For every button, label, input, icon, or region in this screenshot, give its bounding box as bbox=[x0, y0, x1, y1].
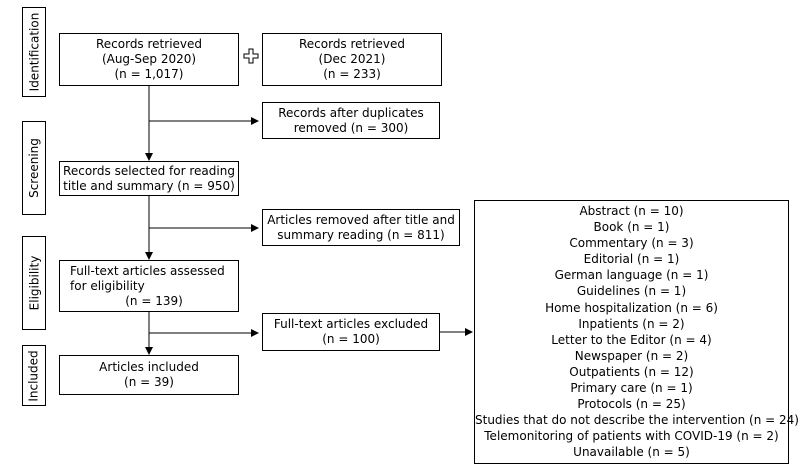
exclusion-reason: Commentary (n = 3) bbox=[569, 236, 694, 251]
exclusion-reason: Telemonitoring of patients with COVID-19… bbox=[484, 429, 779, 444]
exclusion-reason: Inpatients (n = 2) bbox=[578, 316, 685, 331]
exclusion-reason: German language (n = 1) bbox=[554, 268, 709, 283]
box-records-selected: Records selected for reading title and s… bbox=[59, 161, 239, 196]
stage-screening: Screening bbox=[22, 121, 46, 215]
stage-eligibility: Eligibility bbox=[22, 236, 46, 330]
box-fulltext-assessed: Full-text articles assessed for eligibil… bbox=[59, 260, 239, 312]
exclusion-reason: Home hospitalization (n = 6) bbox=[545, 300, 718, 315]
box-records-retrieved-2021: Records retrieved (Dec 2021) (n = 233) bbox=[262, 33, 442, 86]
box-removed-after-title: Articles removed after title and summary… bbox=[262, 209, 460, 246]
box-fulltext-excluded: Full-text articles excluded (n = 100) bbox=[262, 313, 440, 351]
exclusion-reason: Studies that do not describe the interve… bbox=[475, 413, 799, 428]
plus-icon bbox=[243, 48, 259, 64]
stage-included: Included bbox=[22, 345, 46, 406]
exclusion-reason: Abstract (n = 10) bbox=[579, 204, 684, 218]
box-after-duplicates: Records after duplicates removed (n = 30… bbox=[262, 102, 440, 139]
exclusion-reason: Unavailable (n = 5) bbox=[573, 445, 690, 460]
exclusion-reason: Outpatients (n = 12) bbox=[569, 364, 694, 379]
box-articles-included: Articles included (n = 39) bbox=[59, 355, 239, 395]
exclusion-reason: Editorial (n = 1) bbox=[583, 252, 680, 267]
exclusion-reason: Letter to the Editor (n = 4) bbox=[551, 332, 712, 347]
box-records-retrieved-2020: Records retrieved (Aug-Sep 2020) (n = 1,… bbox=[59, 33, 239, 86]
exclusion-reason: Book (n = 1) bbox=[593, 220, 670, 235]
exclusion-reason: Primary care (n = 1) bbox=[570, 381, 693, 396]
exclusion-reason: Newspaper (n = 2) bbox=[574, 348, 689, 363]
exclusion-reason: Protocols (n = 25) bbox=[577, 397, 686, 412]
exclusion-reason: Guidelines (n = 1) bbox=[576, 284, 687, 299]
box-exclusion-reasons: Abstract (n = 10) Book (n = 1) Commentar… bbox=[474, 200, 799, 464]
stage-identification: Identification bbox=[22, 7, 46, 97]
